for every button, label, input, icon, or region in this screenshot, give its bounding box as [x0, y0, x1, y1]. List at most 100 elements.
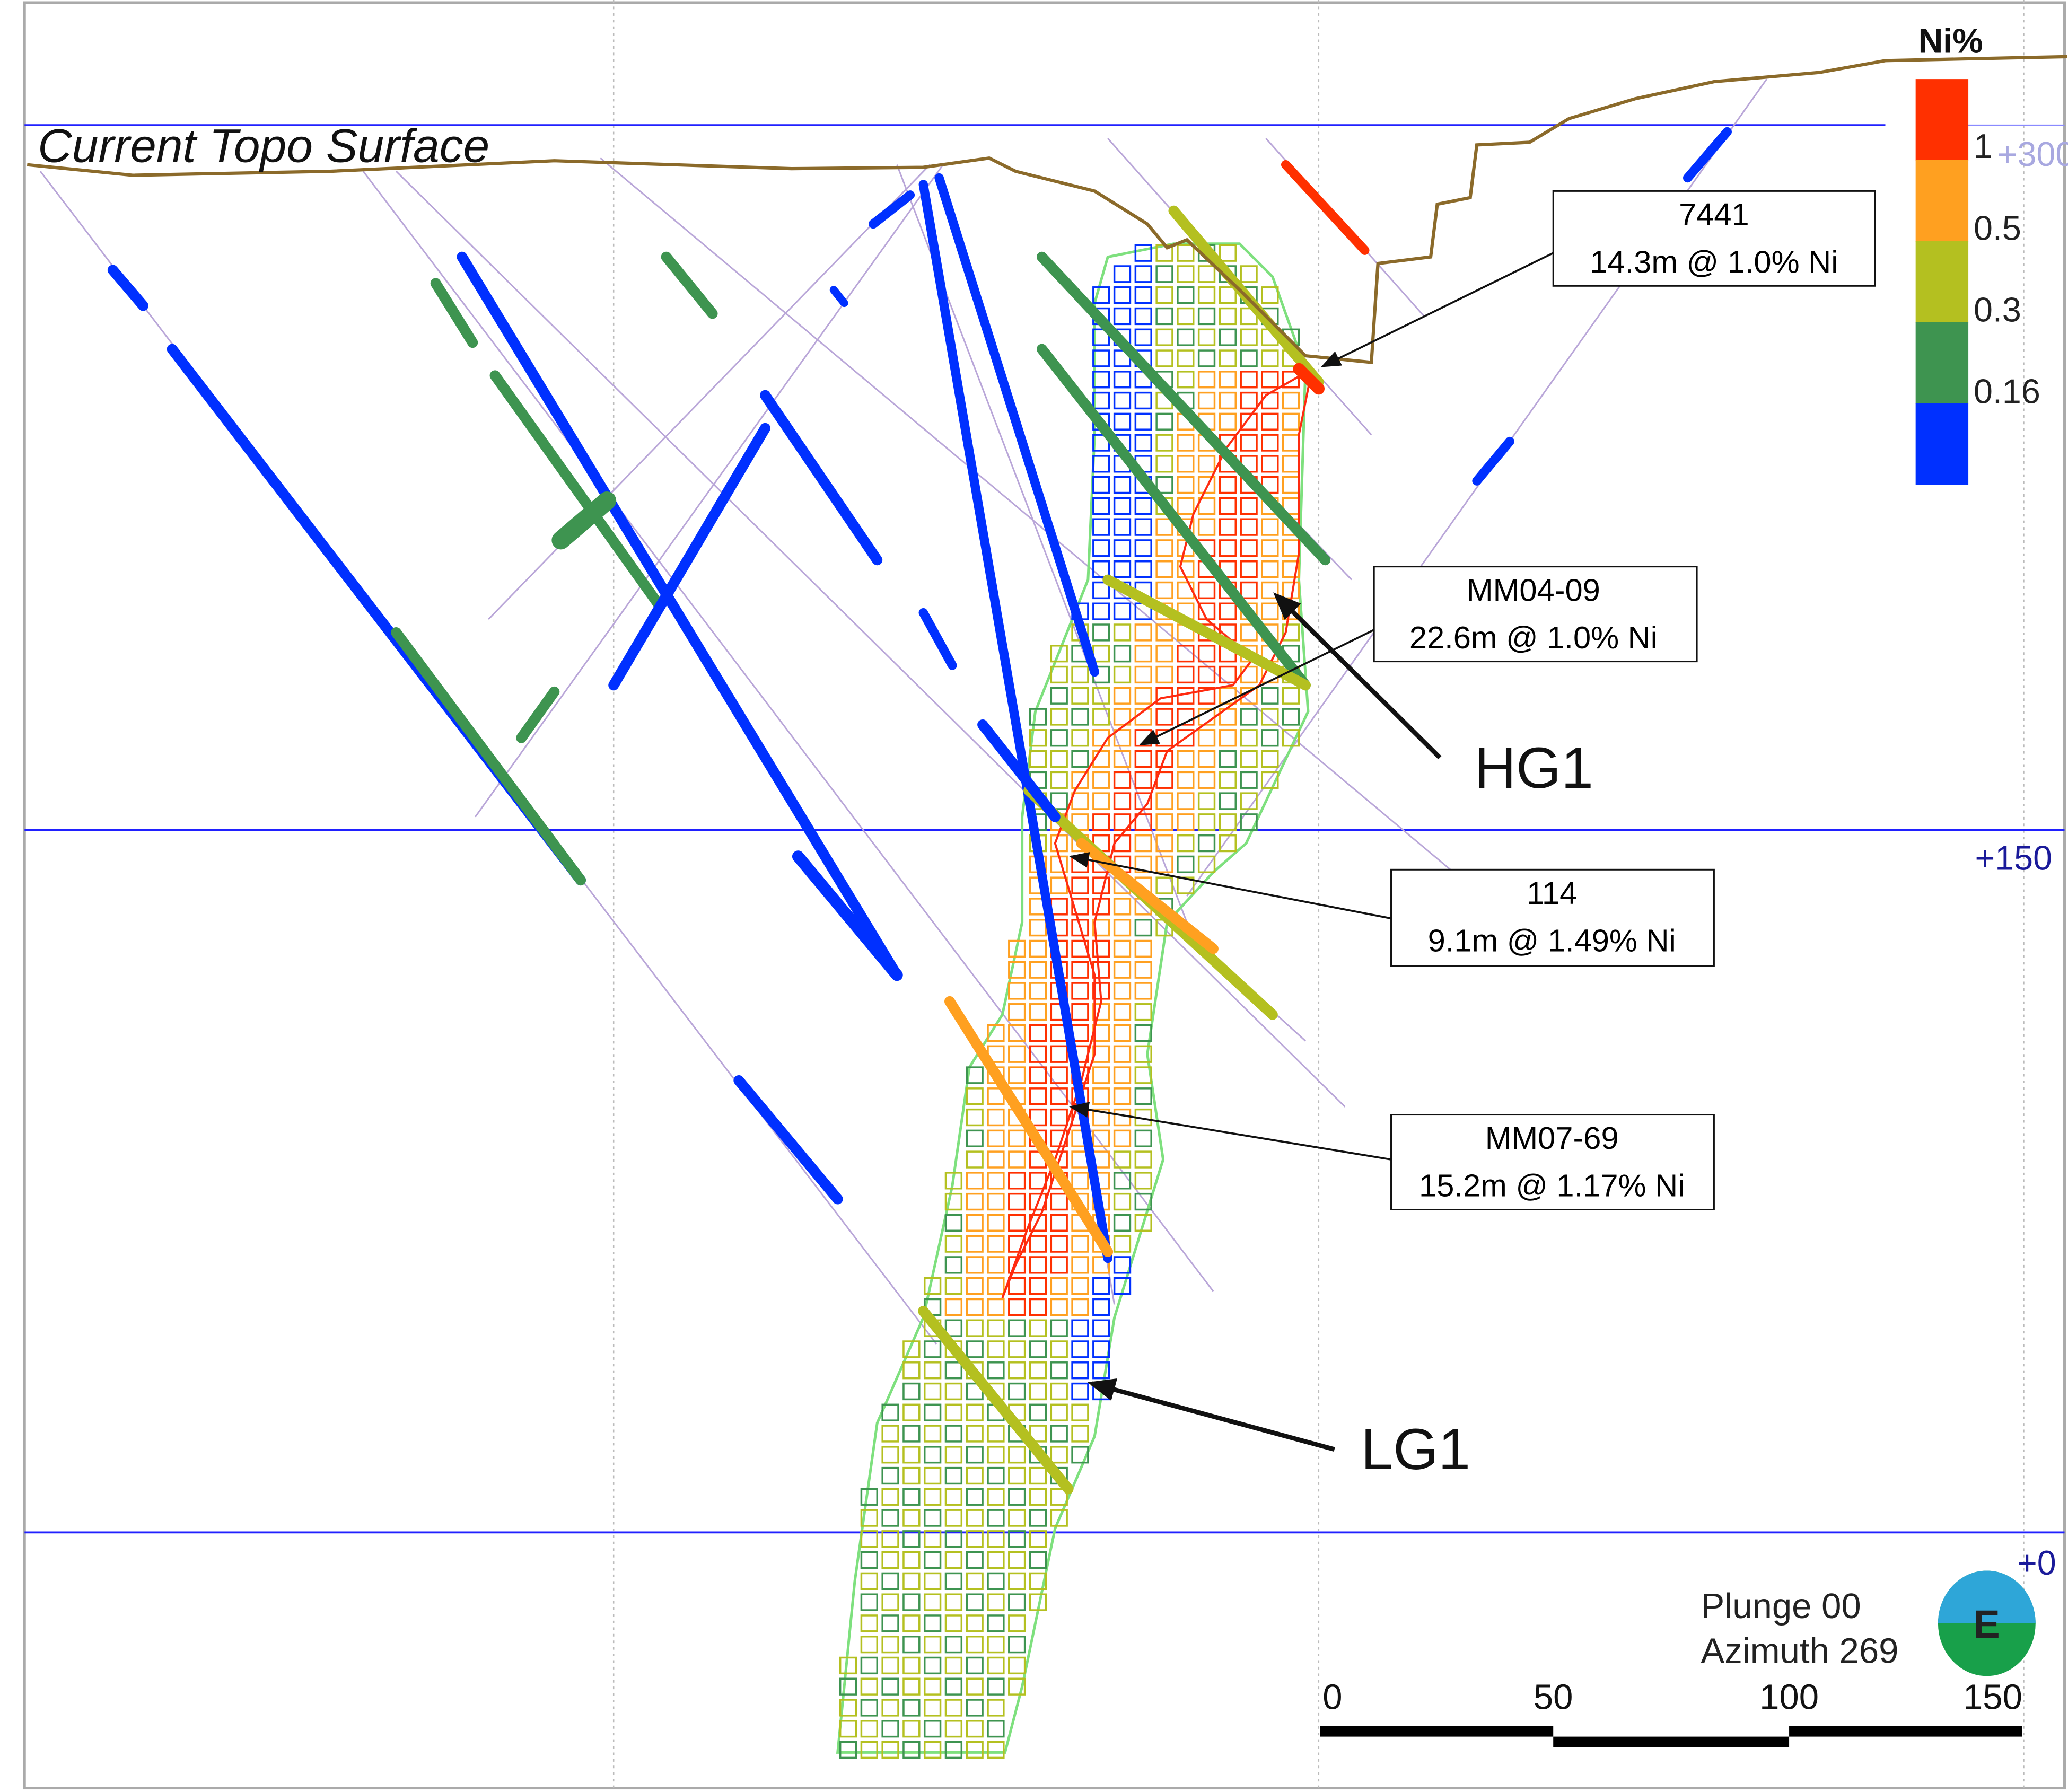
block-cell: [966, 1403, 984, 1421]
block-cell: [902, 1551, 921, 1569]
block-cell: [944, 1172, 963, 1190]
block-cell: [1050, 645, 1068, 663]
block-cell: [1282, 391, 1300, 410]
block-cell: [1092, 1340, 1110, 1358]
drillhole-interval: [1102, 574, 1311, 691]
block-cell: [987, 1488, 1005, 1506]
block-cell: [902, 1403, 921, 1421]
block-cell: [987, 1235, 1005, 1253]
block-cell: [987, 1024, 1005, 1042]
legend-break-0.3: 0.3: [1974, 291, 2021, 329]
block-cell: [1071, 898, 1089, 916]
block-cell: [987, 1446, 1005, 1464]
block-cell: [1282, 371, 1300, 389]
block-cell: [1261, 412, 1279, 431]
block-cell: [1008, 1677, 1026, 1696]
drillhole-interval: [661, 251, 718, 319]
block-cell: [902, 1361, 921, 1380]
block-cell: [1092, 560, 1110, 578]
block-cell: [1240, 412, 1258, 431]
block-cell: [1029, 1488, 1047, 1506]
block-cell: [1029, 1108, 1047, 1127]
block-cell: [1092, 602, 1110, 620]
block-cell: [1113, 961, 1132, 979]
block-cell: [1261, 349, 1279, 367]
block-cell: [1029, 1466, 1047, 1485]
block-cell: [987, 1699, 1005, 1717]
block-cell: [1134, 855, 1152, 874]
block-cell: [1219, 518, 1237, 536]
block-cell: [987, 1172, 1005, 1190]
callout-box: [1390, 1114, 1715, 1210]
block-cell: [1071, 708, 1089, 726]
block-cell: [1261, 687, 1279, 705]
block-cell: [1240, 560, 1258, 578]
block-cell: [987, 1425, 1005, 1443]
legend-break-1: 1: [1974, 127, 1993, 165]
block-cell: [881, 1530, 899, 1548]
block-cell: [1197, 581, 1216, 600]
block-cell: [839, 1656, 857, 1675]
block-cell: [1113, 371, 1132, 389]
block-cell: [1092, 455, 1110, 473]
block-cell: [1219, 244, 1237, 262]
block-cell: [1197, 328, 1216, 346]
block-cell: [1008, 982, 1026, 1000]
block-cell: [966, 1066, 984, 1084]
block-cell: [944, 1720, 963, 1738]
block-cell: [1113, 602, 1132, 620]
block-cell: [923, 1340, 942, 1358]
block-cell: [1197, 834, 1216, 853]
drillhole-interval: [733, 1075, 843, 1205]
block-cell: [860, 1741, 878, 1759]
block-cell: [1155, 455, 1173, 473]
block-cell: [1134, 665, 1152, 684]
block-cell: [902, 1488, 921, 1506]
block-cell: [860, 1572, 878, 1591]
block-cell: [1071, 1361, 1089, 1380]
block-cell: [1113, 1150, 1132, 1169]
block-cell: [881, 1466, 899, 1485]
block-cell: [1092, 813, 1110, 831]
block-cell: [1197, 307, 1216, 326]
block-cell: [1008, 1361, 1026, 1380]
block-cell: [902, 1593, 921, 1611]
block-cell: [1134, 1150, 1152, 1169]
block-cell: [1050, 1256, 1068, 1274]
drillhole-interval: [1472, 436, 1514, 486]
block-cell: [1113, 1256, 1132, 1274]
block-cell: [902, 1677, 921, 1696]
block-cell: [1134, 687, 1152, 705]
block-cell: [1071, 1319, 1089, 1337]
block-cell: [881, 1446, 899, 1464]
block-cell: [1134, 265, 1152, 283]
block-cell: [1240, 371, 1258, 389]
block-cell: [1029, 1509, 1047, 1527]
drillhole-interval: [1036, 344, 1311, 691]
ni-grade-legend: Ni% 1 0.5 0.3 0.16: [1915, 22, 2040, 485]
legend-title: Ni%: [1918, 22, 1983, 60]
block-cell: [944, 1382, 963, 1401]
scale-segment: [1320, 1726, 1554, 1737]
block-cell: [987, 1614, 1005, 1632]
block-cell: [1134, 434, 1152, 452]
block-cell: [1197, 497, 1216, 515]
block-cell: [1219, 602, 1237, 620]
block-cell: [1008, 1466, 1026, 1485]
block-cell: [1008, 1635, 1026, 1654]
block-cell: [987, 1340, 1005, 1358]
block-cell: [1155, 286, 1173, 304]
drillhole-interval: [792, 850, 903, 981]
block-cell: [966, 1256, 984, 1274]
block-cell: [1050, 1108, 1068, 1127]
block-cell: [1029, 750, 1047, 768]
block-cell: [881, 1635, 899, 1654]
block-cell: [923, 1277, 942, 1295]
block-cell: [1050, 1340, 1068, 1358]
block-cell: [966, 1488, 984, 1506]
block-cell: [1092, 792, 1110, 810]
block-cell: [987, 1361, 1005, 1380]
block-cell: [1134, 1172, 1152, 1190]
drillhole-interval: [918, 180, 1112, 1263]
block-cell: [1240, 708, 1258, 726]
